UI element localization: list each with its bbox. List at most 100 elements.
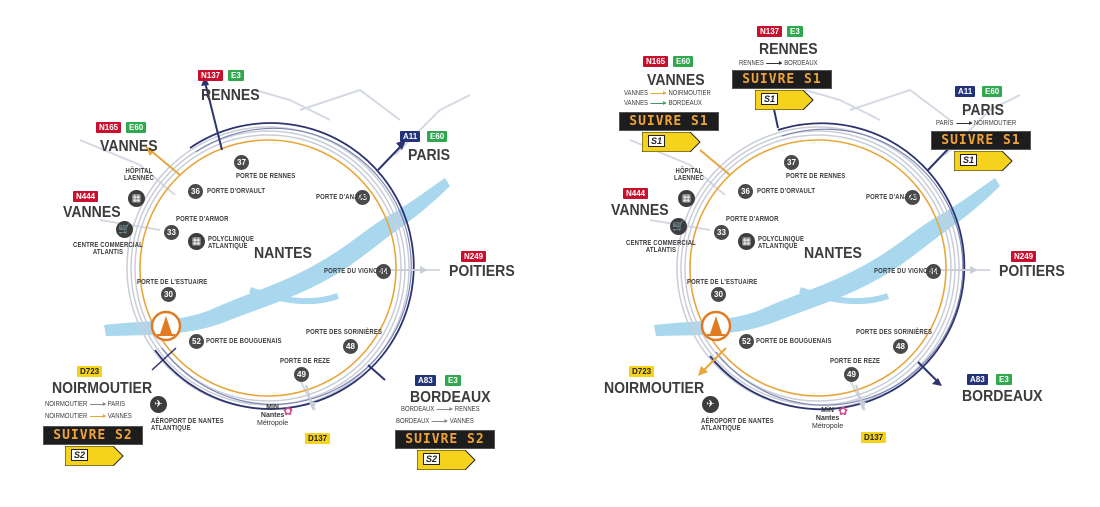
exit-49: 49	[294, 367, 309, 382]
badge-d137: D137	[305, 433, 331, 444]
ring-orange	[689, 139, 947, 397]
badge-e60-paris: E60	[982, 86, 1003, 97]
ring-orange	[139, 139, 397, 397]
vms-panel-vannes: SUIVRE S1	[619, 112, 719, 131]
signpost-s2-bordeaux: S2	[417, 450, 477, 470]
destination-poitiers: POITIERS	[449, 263, 515, 280]
exit-44-label: PORTE DU VIGNOBLE	[874, 268, 941, 275]
shopping-cart-icon: 🛒	[116, 221, 133, 238]
polyclinic-icon: ▦	[188, 233, 205, 250]
exit-33-label: PORTE D'ARMOR	[176, 216, 229, 223]
destination-vannes-west: VANNES	[611, 202, 669, 219]
map-left: N137 E3 RENNES N165 E60 VANNES N444 VANN…	[43, 70, 515, 470]
river-branch	[799, 287, 890, 305]
exit-33: 33	[714, 225, 729, 240]
badge-d723: D723	[77, 366, 103, 377]
badge-a11: A11	[400, 131, 421, 142]
exit-48: 48	[893, 339, 908, 354]
badge-n165: N165	[96, 122, 122, 133]
badge-a11: A11	[955, 86, 976, 97]
hospital-icon: ▦	[128, 190, 145, 207]
exit-43: 43	[355, 190, 370, 205]
road-bordeaux	[367, 364, 386, 381]
exit-52: 52	[739, 334, 754, 349]
destination-paris: PARIS	[408, 147, 450, 164]
road-rennes	[204, 81, 223, 151]
ring-grey-2	[130, 130, 406, 406]
badge-n249: N249	[461, 251, 487, 262]
destination-paris: PARIS	[962, 102, 1004, 119]
badge-n444: N444	[73, 191, 99, 202]
exit-36-label: PORTE D'ORVAULT	[207, 188, 266, 195]
exit-43-label: PORTE D'ANJOU	[866, 194, 917, 201]
badge-d723: D723	[629, 366, 655, 377]
signpost-s1-rennes: S1	[755, 90, 815, 110]
exit-43: 43	[905, 190, 920, 205]
road-d137	[855, 384, 863, 406]
badge-e60: E60	[126, 122, 147, 133]
river-branch	[249, 287, 340, 305]
exit-30-label: PORTE DE L'ESTUAIRE	[687, 279, 758, 286]
exit-49-label: PORTE DE REZE	[280, 358, 331, 365]
exit-30: 30	[161, 287, 176, 302]
exit-44-label: PORTE DU VIGNOBLE	[324, 268, 391, 275]
badge-n249: N249	[1011, 251, 1037, 262]
exit-36: 36	[738, 184, 753, 199]
signpost-s1-vannes: S1	[642, 132, 702, 152]
exit-37-label: PORTE DE RENNES	[236, 173, 296, 180]
vms-panel-rennes: SUIVRE S1	[732, 70, 832, 89]
exit-52-label: PORTE DE BOUGUENAIS	[206, 338, 282, 345]
badge-a83: A83	[967, 374, 988, 385]
ring-blue-2	[161, 127, 412, 405]
airplane-icon: ✈	[150, 396, 167, 413]
shopping-cart-icon: 🛒	[670, 218, 687, 235]
destination-poitiers: POITIERS	[999, 263, 1065, 280]
exit-43-label: PORTE D'ANJOU	[316, 194, 367, 201]
signpost-s1-paris: S1	[954, 151, 1014, 171]
exit-33: 33	[164, 225, 179, 240]
destination-vannes-north: VANNES	[647, 72, 705, 89]
badge-e3-bordeaux: E3	[996, 374, 1012, 385]
exit-30: 30	[711, 287, 726, 302]
hospital-icon: ▦	[678, 190, 695, 207]
exit-37: 37	[784, 155, 799, 170]
badge-e60: E60	[673, 56, 694, 67]
city-nantes: NANTES	[254, 245, 312, 262]
min-logo-icon: ✿	[838, 404, 849, 418]
exit-44: 44	[926, 264, 941, 279]
min-logo-icon: ✿	[283, 404, 294, 418]
road-vannes-n	[149, 149, 181, 176]
exit-36: 36	[188, 184, 203, 199]
road-noirmoutier	[151, 347, 177, 371]
badge-e3: E3	[228, 70, 244, 81]
destination-vannes-west: VANNES	[63, 204, 121, 221]
ring-blue	[154, 122, 415, 410]
vms-panel-paris: SUIVRE S1	[931, 131, 1031, 150]
badge-n444: N444	[623, 188, 649, 199]
destination-bordeaux: BORDEAUX	[410, 389, 491, 406]
road-d137	[305, 384, 313, 406]
exit-30-label: PORTE DE L'ESTUAIRE	[137, 279, 208, 286]
airplane-icon: ✈	[702, 396, 719, 413]
exit-37-label: PORTE DE RENNES	[786, 173, 846, 180]
exit-33-label: PORTE D'ARMOR	[726, 216, 779, 223]
destination-rennes: RENNES	[759, 41, 818, 58]
badge-e3-bordeaux: E3	[445, 375, 461, 386]
exit-37: 37	[234, 155, 249, 170]
badge-d137: D137	[861, 432, 887, 443]
destination-vannes-north: VANNES	[100, 138, 158, 155]
